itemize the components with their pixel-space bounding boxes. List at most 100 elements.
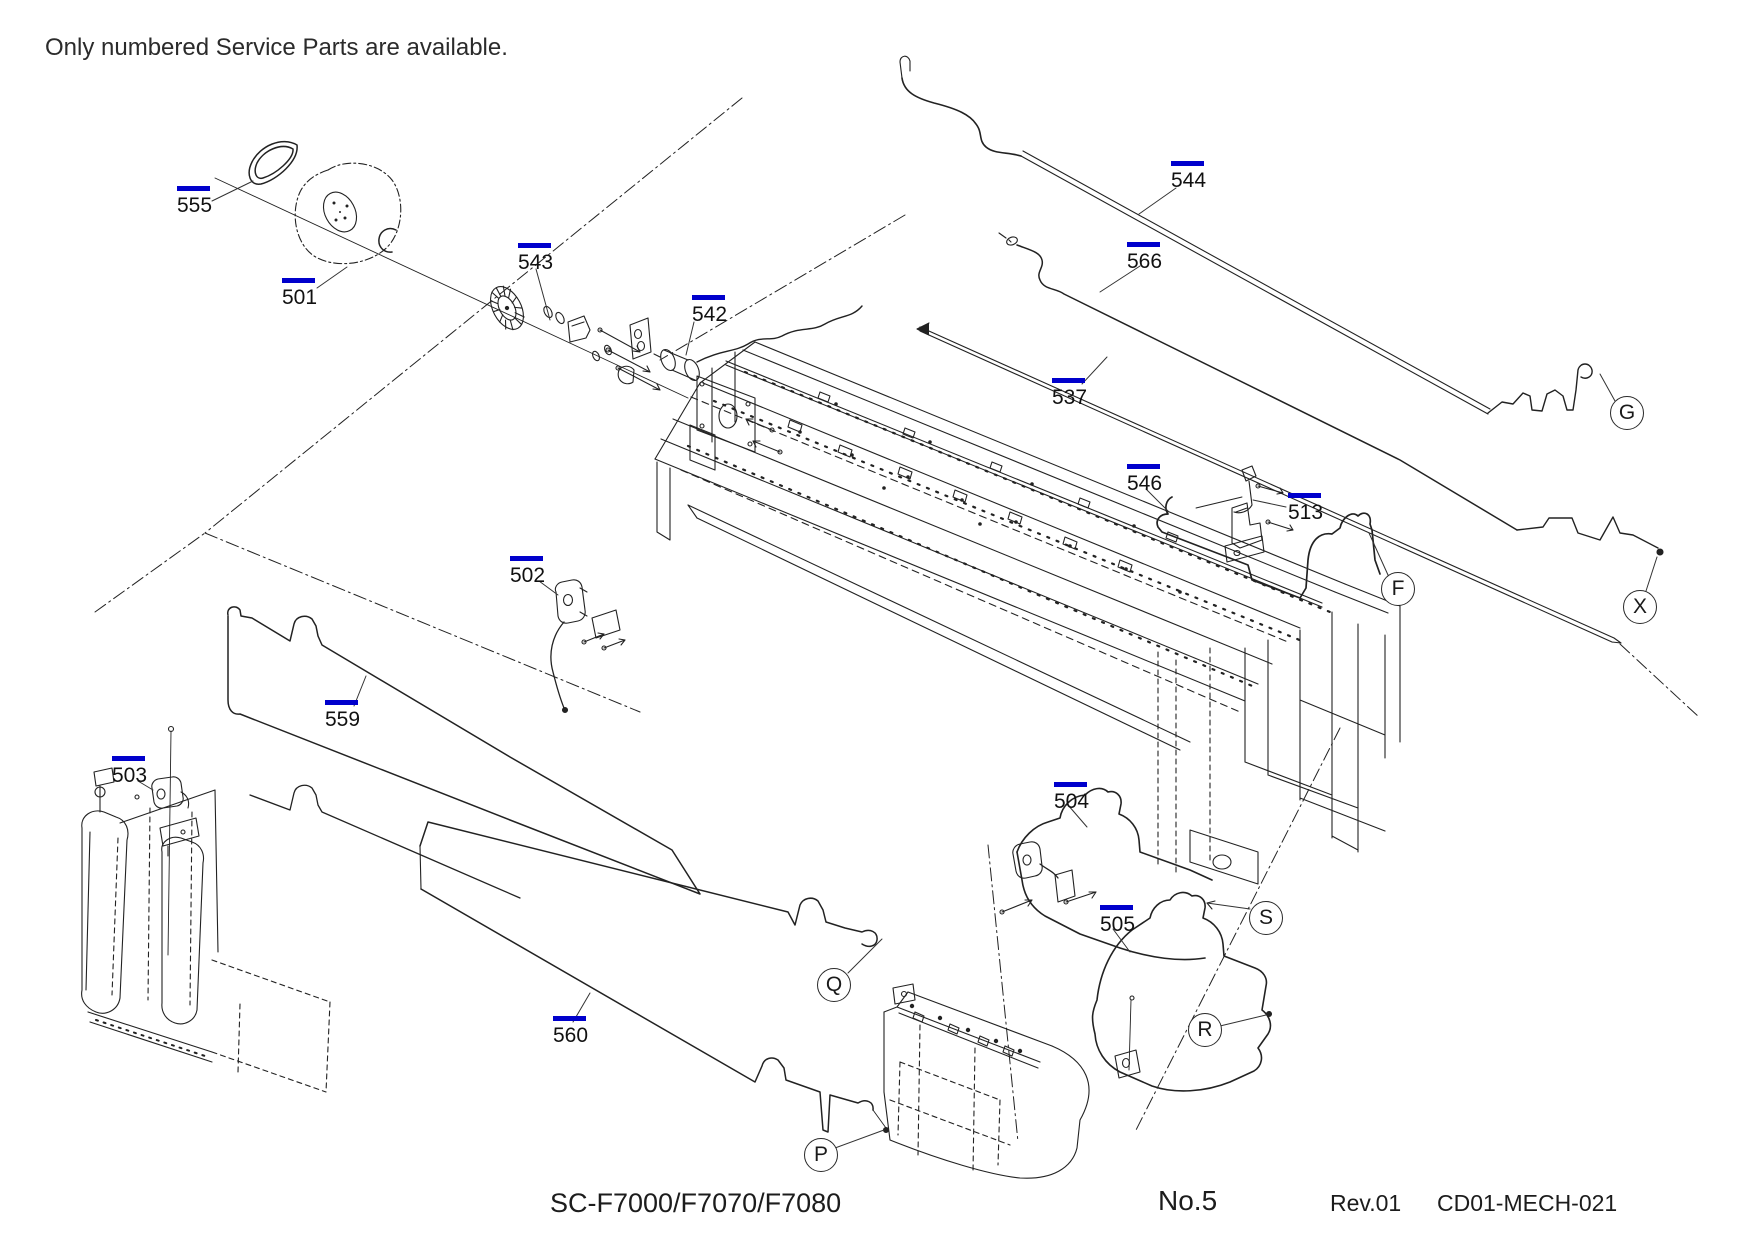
- callout-underline: [112, 756, 145, 761]
- view-ref-S: S: [1249, 901, 1283, 935]
- view-ref-X: X: [1623, 590, 1657, 624]
- leader-line: [538, 580, 559, 596]
- part-callout-537: 537: [1052, 378, 1087, 408]
- callout-underline: [1100, 905, 1133, 910]
- scan-motor-assembly: [214, 140, 863, 455]
- leader-line: [1138, 187, 1177, 215]
- callout-underline: [177, 186, 210, 191]
- callout-underline: [325, 700, 358, 705]
- leader-line: [1145, 488, 1170, 513]
- shaft-537: [916, 322, 1622, 644]
- callout-underline: [1127, 242, 1160, 247]
- callout-underline: [510, 556, 543, 561]
- callout-underline: [553, 1016, 586, 1021]
- leader-line: [1219, 1014, 1267, 1027]
- part-callout-559: 559: [325, 700, 360, 730]
- part-number: 544: [1171, 169, 1207, 192]
- motor-542: [653, 348, 700, 382]
- part-callout-501: 501: [282, 278, 317, 308]
- footer-doc-code: CD01-MECH-021: [1437, 1190, 1618, 1216]
- part-number: 503: [112, 764, 148, 787]
- part-number: 504: [1054, 790, 1090, 813]
- harness-566: [998, 232, 1664, 556]
- panel-559: [227, 606, 701, 899]
- part-callout-543: 543: [518, 243, 553, 273]
- leader-line: [1112, 928, 1131, 953]
- leader-line: [1645, 556, 1658, 592]
- view-ref-P: P: [804, 1138, 838, 1172]
- cover-504: [999, 787, 1216, 961]
- flywheel: [490, 285, 525, 331]
- page-note: Only numbered Service Parts are availabl…: [45, 34, 508, 61]
- view-ref-G: G: [1610, 396, 1644, 430]
- leader-line: [1252, 499, 1287, 508]
- part-callout-502: 502: [510, 556, 545, 586]
- part-number: 566: [1127, 250, 1163, 273]
- part-callout-555: 555: [177, 186, 212, 216]
- callout-underline: [692, 295, 725, 300]
- part-number: 505: [1100, 913, 1136, 936]
- part-callout-505: 505: [1100, 905, 1135, 935]
- leader-line: [1368, 532, 1389, 576]
- pulley-housing-501: [294, 162, 402, 265]
- sensor-502: [550, 579, 626, 714]
- leader-line: [1099, 265, 1141, 293]
- cover-505: [1091, 891, 1273, 1092]
- part-number: 502: [510, 564, 546, 587]
- part-number: 543: [518, 251, 554, 274]
- cable-546: [1156, 496, 1381, 599]
- part-number: 513: [1288, 501, 1324, 524]
- leader-line: [1206, 902, 1251, 910]
- leader-line: [1599, 373, 1616, 402]
- ink-cart: [883, 983, 1090, 1179]
- part-callout-542: 542: [692, 295, 727, 325]
- ink-tank-assembly-left: [81, 767, 331, 1093]
- callout-underline: [1171, 161, 1204, 166]
- panel-560: [419, 821, 890, 1134]
- leader-line: [211, 180, 254, 202]
- leader-line: [535, 268, 551, 321]
- footer-revision: Rev.01: [1330, 1190, 1402, 1216]
- callout-underline: [1288, 493, 1321, 498]
- part-number: 537: [1052, 386, 1088, 409]
- motor-wire: [696, 305, 863, 363]
- part-number: 559: [325, 708, 361, 731]
- view-ref-Q: Q: [817, 968, 851, 1002]
- belt-555: [248, 140, 298, 185]
- part-number: 542: [692, 303, 728, 326]
- motor-bracket: [696, 375, 756, 453]
- leader-line: [685, 321, 695, 356]
- leader-lines: [137, 180, 1658, 1149]
- sensor-503: [151, 725, 190, 956]
- callout-underline: [1054, 782, 1087, 787]
- part-callout-566: 566: [1127, 242, 1162, 272]
- view-ref-R: R: [1188, 1013, 1222, 1047]
- callout-underline: [518, 243, 551, 248]
- part-callout-544: 544: [1171, 161, 1206, 191]
- construction-lines: [94, 97, 1701, 1143]
- leader-line: [834, 1129, 885, 1149]
- screws: [597, 327, 783, 455]
- sensor-assembly-546-513: [1156, 465, 1381, 599]
- part-number: 546: [1127, 472, 1163, 495]
- retaining-clip: [378, 227, 397, 253]
- part-callout-560: 560: [553, 1016, 588, 1046]
- callout-underline: [282, 278, 315, 283]
- footer-sheet-number: No.5: [1158, 1185, 1218, 1216]
- callout-underline: [1127, 464, 1160, 469]
- part-callout-513: 513: [1288, 493, 1323, 523]
- part-callout-503: 503: [112, 756, 147, 786]
- leader-line: [1067, 804, 1088, 828]
- harness-544: [899, 55, 1593, 415]
- leader-line: [847, 938, 883, 974]
- part-number: 501: [282, 286, 318, 309]
- part-callout-504: 504: [1054, 782, 1089, 812]
- callout-underline: [1052, 378, 1085, 383]
- view-ref-F: F: [1381, 572, 1415, 606]
- leader-line: [1081, 356, 1108, 385]
- part-callout-546: 546: [1127, 464, 1162, 494]
- leader-line: [137, 780, 154, 791]
- part-number: 555: [177, 194, 213, 217]
